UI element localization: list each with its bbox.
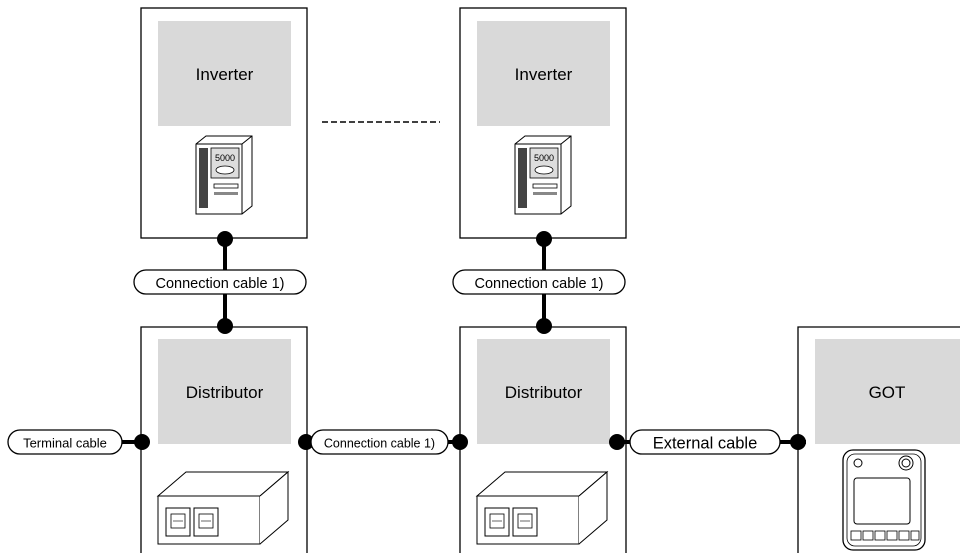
inverter-cable-capsule-1: [133, 269, 307, 295]
connector-dot: [536, 231, 552, 247]
inverter-station-1: Inverter 5000: [140, 7, 308, 239]
distributor-label-2: Distributor: [505, 383, 583, 402]
inverter-cable-label-1: Connection cable 1): [156, 276, 285, 292]
distributor-label-box-1: [158, 339, 291, 444]
distributor-station-2: Distributor: [459, 326, 627, 553]
inverter-cable-capsule-2: [452, 269, 626, 295]
distributor-station-1: Distributor: [140, 326, 308, 553]
connector-dot: [134, 434, 150, 450]
got-label-box: [815, 339, 960, 444]
inverter-cable-label-2: Connection cable 1): [475, 276, 604, 292]
connector-dot: [217, 231, 233, 247]
inverter-display-2: 5000: [534, 153, 554, 163]
inverter-device-icon-1: 5000: [195, 135, 253, 215]
got-station: GOT: [797, 326, 960, 553]
connector-dot: [217, 318, 233, 334]
terminal-cable-link: Terminal cable: [7, 429, 150, 455]
distributor-label-1: Distributor: [186, 383, 264, 402]
external-cable-capsule: [629, 429, 781, 455]
got-label: GOT: [869, 383, 906, 402]
distributor-cable-capsule: [310, 429, 449, 455]
connector-dot: [609, 434, 625, 450]
inverter-device-icon-2: 5000: [514, 135, 572, 215]
got-device-icon: [842, 449, 926, 551]
vertical-link-1: Connection cable 1): [133, 231, 307, 334]
connector-dot: [452, 434, 468, 450]
external-cable-link: External cable: [609, 429, 806, 455]
terminal-cable-label: Terminal cable: [23, 436, 107, 451]
inverter-label-box-2: [477, 21, 610, 126]
distributor-device-icon-2: [475, 470, 609, 545]
got-frame: [797, 326, 960, 553]
distributor-label-box-2: [477, 339, 610, 444]
external-cable-label: External cable: [653, 435, 758, 453]
connector-dot: [536, 318, 552, 334]
inverter-station-2: Inverter 5000: [459, 7, 627, 239]
inverter-label-2: Inverter: [515, 65, 573, 84]
connector-dot: [298, 434, 314, 450]
inverter-label-1: Inverter: [196, 65, 254, 84]
vertical-link-2: Connection cable 1): [452, 231, 626, 334]
inverter-display-1: 5000: [215, 153, 235, 163]
distributor-device-icon-1: [156, 470, 290, 545]
terminal-cable-capsule: [7, 429, 123, 455]
distributor-cable-link: Connection cable 1): [298, 429, 468, 455]
connector-dot: [790, 434, 806, 450]
inverter-label-box-1: [158, 21, 291, 126]
distributor-cable-label: Connection cable 1): [324, 437, 435, 451]
